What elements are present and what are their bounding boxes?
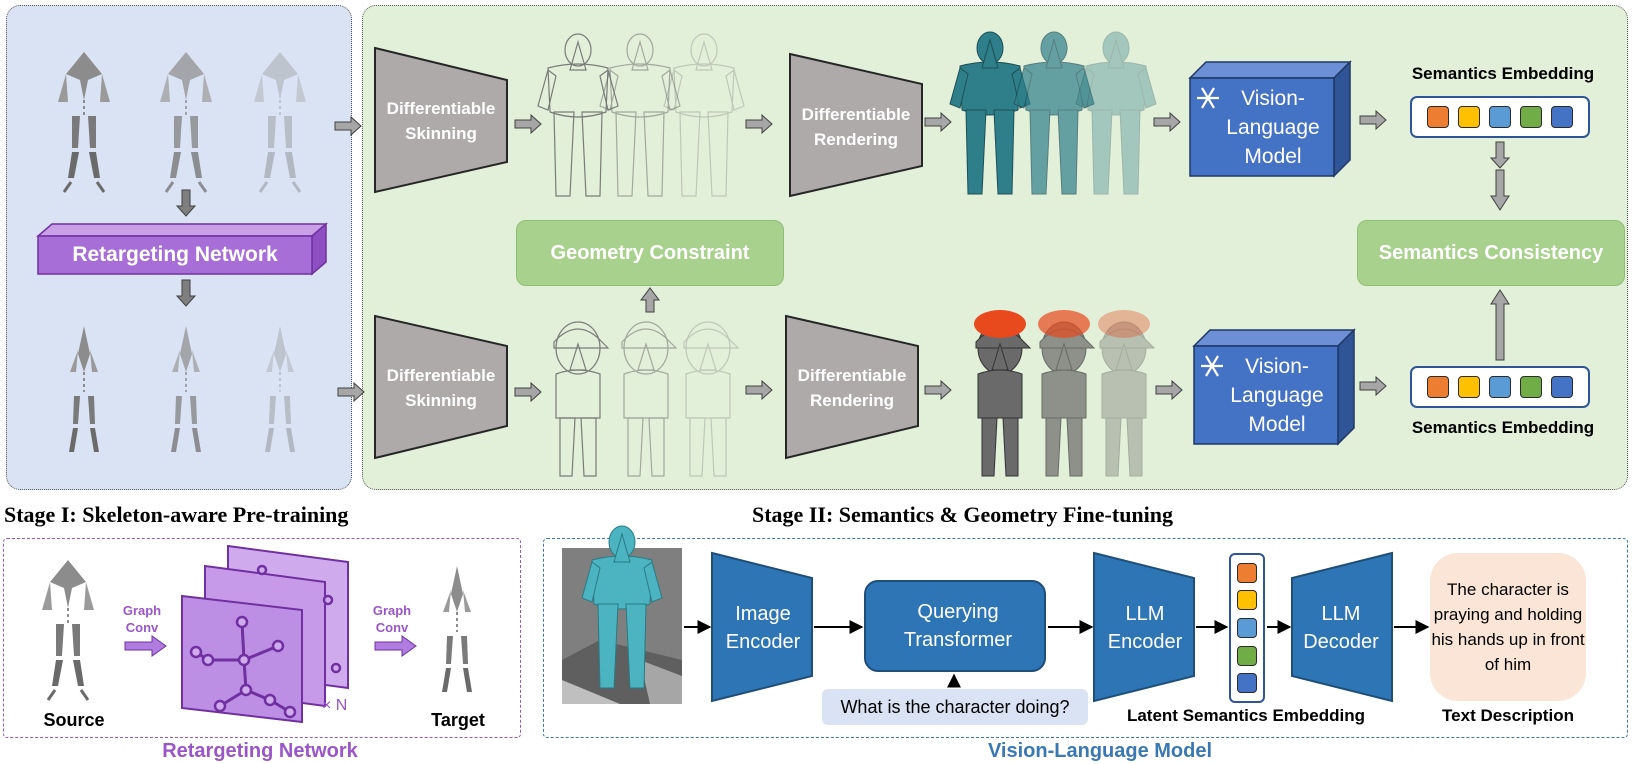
emb-cell: [1237, 562, 1257, 583]
emb-cell: [1520, 376, 1542, 398]
text-description-label: Text Description: [1442, 706, 1574, 725]
vlm-cube-top: [1188, 60, 1352, 178]
target-label: Target: [431, 710, 485, 730]
vlm-caption: Vision-Language Model: [987, 740, 1213, 762]
emb-cell: [1427, 376, 1449, 398]
emb-cell: [1489, 106, 1511, 128]
target-skeletons-bottom: [68, 325, 296, 453]
emb-cell: [1237, 590, 1257, 611]
stage1-title: Stage I: Skeleton-aware Pre-training: [4, 502, 349, 527]
retargeting-network-label: Retargeting Network: [72, 243, 278, 266]
question-prompt: What is the character doing?: [822, 689, 1088, 725]
arrow-emb-down: [1490, 141, 1510, 169]
source-skeletons-top: [56, 50, 308, 194]
mesh-figures-bottom: [553, 321, 739, 477]
emb-cell: [1237, 673, 1257, 694]
llm-decoder-shape: [1291, 551, 1393, 703]
stage2-title: Stage II: Semantics & Geometry Fine-tuni…: [752, 502, 1174, 527]
rendered-figures-top: [949, 31, 1157, 195]
arrow-to-consistency: [1490, 169, 1510, 211]
text-description-bubble: The character is praying and holding his…: [1430, 553, 1586, 701]
top-rendering-label: Differentiable Rendering: [801, 105, 911, 149]
retargeting-detail-panel: [3, 538, 521, 738]
emb-cell: [1237, 617, 1257, 638]
emb-cell: [1458, 376, 1480, 398]
llm-encoder-label: LLM Encoder: [1107, 603, 1183, 653]
times-n-label: × N: [322, 697, 348, 714]
arrow-down-1: [176, 189, 196, 217]
bottom-vlm-label: Vision-Language Model: [1230, 355, 1324, 436]
querying-transformer-box: [864, 580, 1046, 672]
llm-encoder-shape: [1093, 551, 1195, 703]
arrow-up-consistency: [1490, 289, 1510, 361]
image-encoder-shape: [711, 551, 813, 703]
vlm-detail-panel: [543, 538, 1628, 738]
bottom-skinning-label: Differentiable Skinning: [386, 366, 496, 410]
latent-embedding-label: Latent Semantics Embedding: [1126, 706, 1366, 725]
retargeting-caption: Retargeting Network: [162, 740, 358, 762]
arrow-down-2: [176, 279, 196, 307]
geometry-constraint-box: Geometry Constraint: [516, 220, 784, 286]
top-embedding-label: Semantics Embedding: [1411, 64, 1595, 83]
bottom-embedding-bar: [1410, 366, 1590, 408]
mesh-figures-top: [537, 33, 745, 197]
graph-conv-label-2: Graph Conv: [372, 603, 412, 635]
retargeting-network-box: [35, 222, 329, 276]
source-label: Source: [43, 710, 105, 730]
emb-cell: [1551, 106, 1573, 128]
latent-embedding-bar: [1229, 553, 1265, 703]
retarget-detail-graphics: [40, 544, 473, 724]
rendered-figures-bottom: [974, 310, 1155, 477]
bottom-rendering-label: Differentiable Rendering: [797, 366, 907, 410]
image-encoder-label: Image Encoder: [725, 603, 801, 653]
emb-cell: [1237, 645, 1257, 666]
emb-cell: [1427, 106, 1449, 128]
querying-transformer-label: Querying Transformer: [903, 601, 1013, 651]
llm-decoder-label: LLM Decoder: [1303, 603, 1379, 653]
vlm-detail-graphics: [562, 525, 1430, 704]
emb-cell: [1489, 376, 1511, 398]
trapezoids-stage2: [374, 46, 923, 460]
vlm-cube-bottom: [1192, 328, 1356, 446]
emb-cell: [1458, 106, 1480, 128]
top-embedding-bar: [1410, 96, 1590, 138]
arrow-up-geometry: [640, 287, 660, 313]
semantics-consistency-box: Semantics Consistency: [1357, 220, 1625, 286]
emb-cell: [1551, 376, 1573, 398]
top-vlm-label: Vision-Language Model: [1226, 87, 1320, 168]
bottom-embedding-label: Semantics Embedding: [1411, 418, 1595, 437]
top-skinning-label: Differentiable Skinning: [386, 99, 496, 143]
graph-conv-label-1: Graph Conv: [122, 603, 162, 635]
emb-cell: [1520, 106, 1542, 128]
